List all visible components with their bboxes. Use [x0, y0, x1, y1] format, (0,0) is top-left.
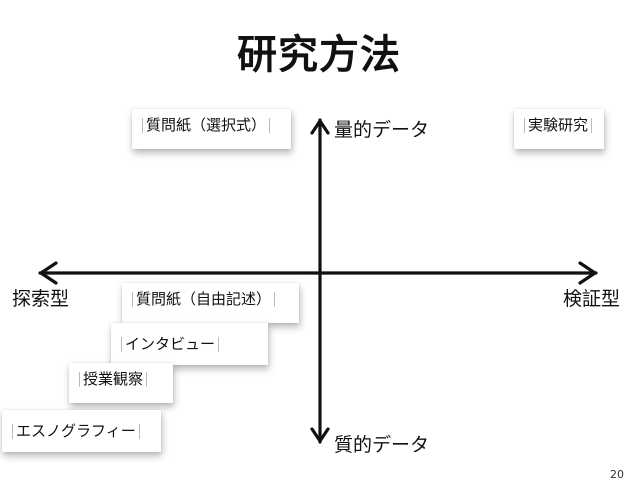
method-card-label: 授業観察 — [79, 372, 148, 387]
top-arrowhead — [310, 119, 330, 135]
slide-title: 研究方法 — [237, 32, 401, 78]
right-arrowhead — [578, 261, 597, 285]
method-card-class-observation: 授業観察 — [69, 363, 173, 403]
method-card-ethnography: エスノグラフィー — [2, 410, 161, 452]
method-card-interview: インタビュー — [111, 323, 268, 365]
left-arrowhead — [39, 261, 58, 285]
axis-label-left: 探索型 — [12, 288, 70, 310]
method-card-questionnaire-choice: 質問紙（選択式） — [132, 109, 291, 149]
method-card-experimental-research: 実験研究 — [514, 109, 604, 149]
method-card-label: エスノグラフィー — [12, 424, 140, 439]
axis-label-bottom: 質的データ — [334, 434, 430, 456]
method-card-label: インタビュー — [121, 337, 220, 352]
page-number: 20 — [610, 468, 624, 481]
bottom-arrowhead — [310, 427, 330, 443]
method-card-label: 実験研究 — [524, 118, 593, 133]
axis-label-top: 量的データ — [334, 119, 430, 141]
method-card-label: 質問紙（自由記述） — [132, 292, 276, 307]
method-card-questionnaire-free: 質問紙（自由記述） — [122, 283, 299, 323]
method-card-label: 質問紙（選択式） — [142, 118, 271, 133]
axis-label-right: 検証型 — [563, 288, 621, 310]
